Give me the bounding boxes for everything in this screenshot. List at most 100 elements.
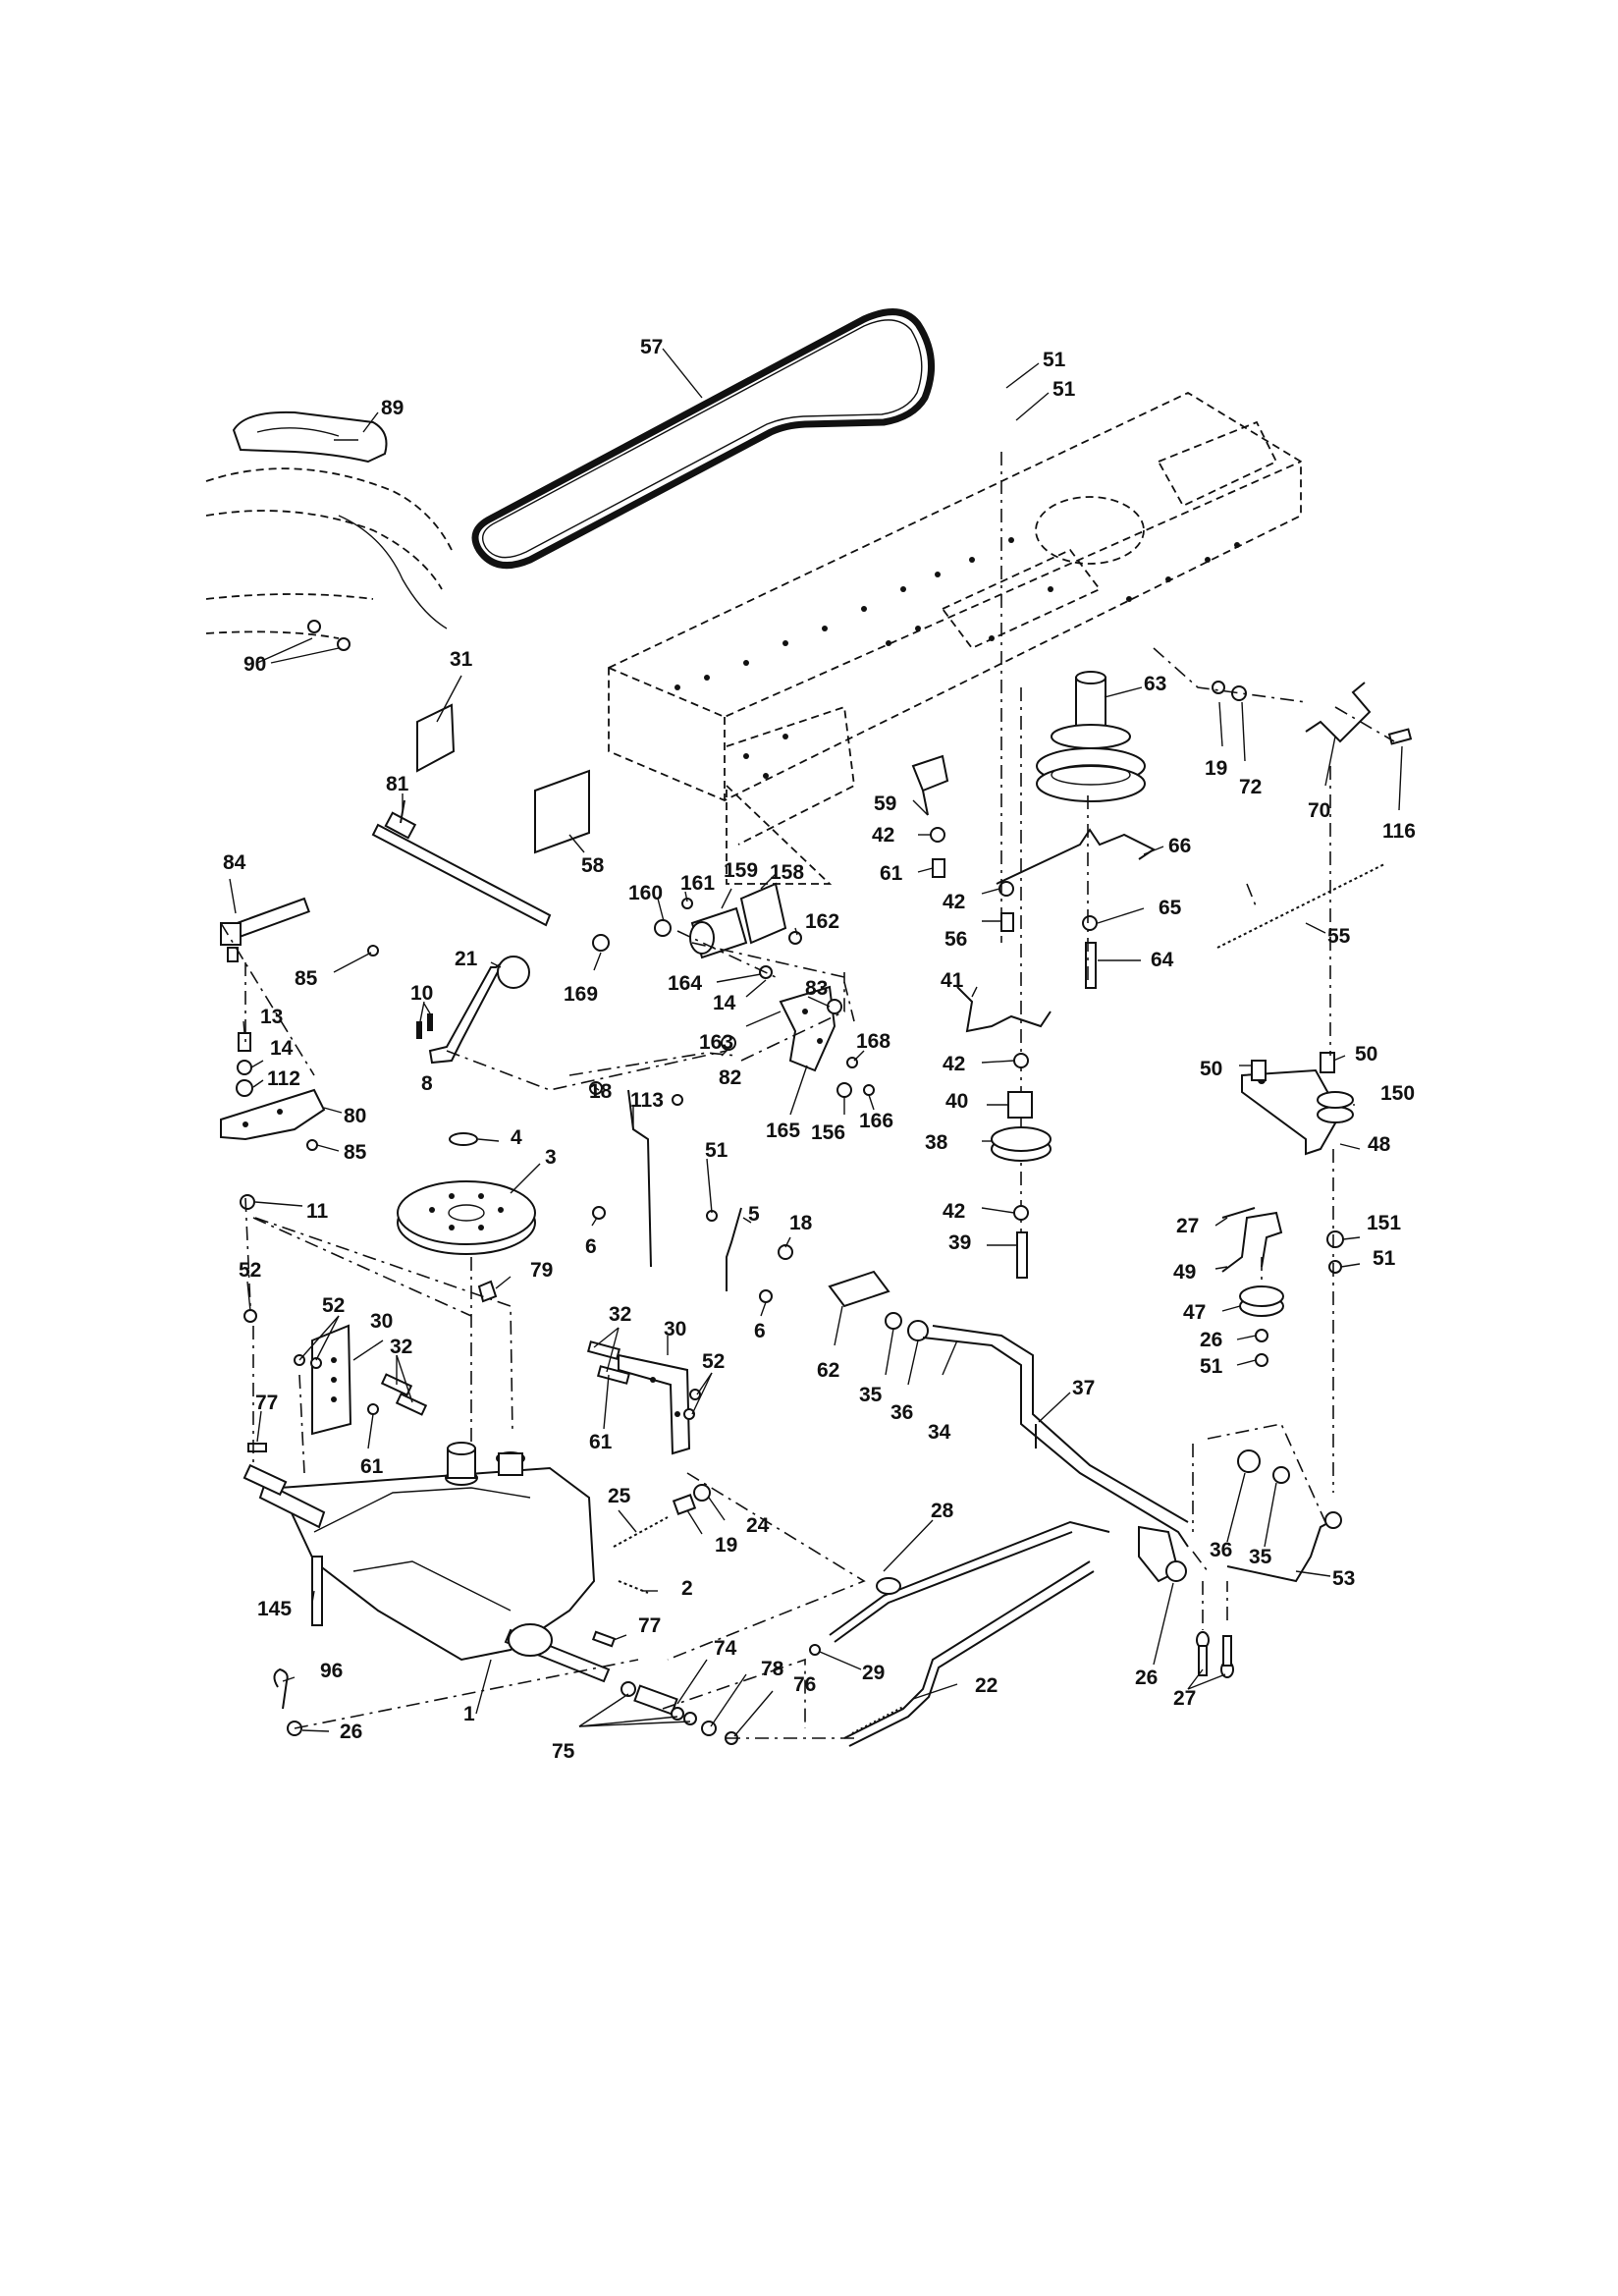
label-55: 55 — [1327, 925, 1351, 948]
spring-55 — [1216, 863, 1385, 949]
label-70: 70 — [1308, 799, 1330, 822]
label-36: 36 — [890, 1401, 913, 1424]
label-40: 40 — [945, 1090, 968, 1113]
washer-42c — [1013, 1053, 1029, 1068]
label-8: 8 — [421, 1072, 433, 1095]
label-165: 165 — [766, 1120, 800, 1142]
key-79 — [477, 1280, 498, 1303]
spring-25 — [613, 1516, 669, 1548]
bracket-31 — [416, 703, 456, 773]
label-52: 52 — [239, 1259, 261, 1282]
bolt-50b — [1320, 1052, 1335, 1073]
label-83: 83 — [805, 977, 828, 1000]
label-38: 38 — [925, 1131, 948, 1154]
bolt-64 — [1085, 942, 1097, 989]
label-90: 90 — [243, 653, 266, 676]
bracket-58 — [534, 769, 590, 854]
label-14: 14 — [713, 992, 736, 1014]
label-61: 61 — [589, 1431, 613, 1453]
washer-11 — [240, 1194, 255, 1210]
label-47: 47 — [1183, 1301, 1206, 1324]
label-80: 80 — [344, 1105, 366, 1127]
shift-knob-21 — [497, 956, 530, 989]
nut-85b — [306, 1139, 318, 1151]
label-18: 18 — [589, 1080, 613, 1103]
label-42: 42 — [943, 891, 965, 913]
bolt-27b — [1196, 1631, 1234, 1678]
label-22: 22 — [975, 1674, 998, 1697]
label-162: 162 — [805, 910, 839, 933]
label-96: 96 — [320, 1660, 343, 1682]
nut-151 — [1326, 1230, 1344, 1248]
label-72: 72 — [1239, 776, 1262, 798]
rod-70 — [1305, 682, 1372, 743]
bushing-19b — [672, 1494, 697, 1515]
label-168: 168 — [856, 1030, 890, 1053]
label-14: 14 — [270, 1037, 294, 1060]
label-6: 6 — [585, 1235, 597, 1258]
nut-162 — [788, 931, 802, 945]
clip-169 — [592, 934, 610, 952]
bolt-32a2 — [395, 1393, 428, 1416]
label-28: 28 — [931, 1500, 954, 1522]
label-2: 2 — [681, 1577, 693, 1600]
bolt-56 — [1000, 912, 1014, 932]
label-10: 10 — [410, 982, 433, 1005]
idler-pulley-63 — [1036, 671, 1146, 802]
washer-83 — [827, 999, 842, 1014]
label-163: 163 — [699, 1031, 733, 1054]
label-52: 52 — [702, 1350, 725, 1373]
label-51: 51 — [705, 1139, 728, 1162]
rod-66 — [996, 828, 1156, 885]
label-52: 52 — [322, 1294, 345, 1317]
shaft-84 — [220, 897, 310, 962]
label-51: 51 — [1043, 349, 1066, 371]
label-150: 150 — [1380, 1082, 1415, 1105]
nut-52b2 — [310, 1357, 322, 1369]
label-159: 159 — [724, 859, 758, 882]
label-42: 42 — [943, 1200, 965, 1223]
label-116: 116 — [1382, 820, 1416, 843]
label-81: 81 — [386, 773, 409, 795]
label-161: 161 — [680, 872, 715, 895]
label-35: 35 — [1249, 1546, 1272, 1568]
label-77: 77 — [255, 1392, 278, 1414]
label-42: 42 — [943, 1053, 965, 1075]
washer-65 — [1082, 915, 1098, 931]
leader-lines — [229, 348, 1403, 1737]
idler-pulley-38 — [991, 1126, 1052, 1162]
spacer-150 — [1317, 1091, 1354, 1123]
label-51: 51 — [1052, 378, 1076, 401]
label-84: 84 — [223, 851, 246, 874]
label-56: 56 — [944, 928, 967, 951]
shift-lever-8 — [428, 961, 504, 1065]
label-145: 145 — [257, 1598, 292, 1620]
bolt-29 — [809, 1644, 821, 1656]
label-32: 32 — [609, 1303, 631, 1326]
bracket-159 — [689, 882, 787, 959]
nut-52a — [243, 1309, 257, 1323]
washer-36b — [1237, 1449, 1261, 1473]
part-labels: 57 51 51 89 90 31 81 58 63 19 72 70 116 … — [223, 336, 1416, 1763]
label-26: 26 — [340, 1721, 362, 1743]
label-29: 29 — [862, 1662, 885, 1684]
label-169: 169 — [564, 983, 598, 1006]
label-31: 31 — [450, 648, 473, 671]
nut-166 — [863, 1084, 875, 1096]
label-13: 13 — [260, 1006, 283, 1028]
body-panel — [205, 467, 453, 639]
bracket-30a — [311, 1324, 352, 1436]
label-49: 49 — [1173, 1261, 1196, 1284]
bolt-145 — [311, 1556, 323, 1626]
bolt-61a — [932, 858, 945, 878]
bolt-50a — [1251, 1060, 1267, 1081]
label-19: 19 — [1205, 757, 1227, 780]
washer-112 — [236, 1079, 253, 1097]
label-156: 156 — [811, 1121, 845, 1144]
nut-51c — [672, 1094, 683, 1106]
label-48: 48 — [1368, 1133, 1391, 1156]
washer-42d — [1013, 1205, 1029, 1221]
rod-53 — [1226, 1519, 1334, 1583]
rod-53-end — [1324, 1511, 1342, 1529]
